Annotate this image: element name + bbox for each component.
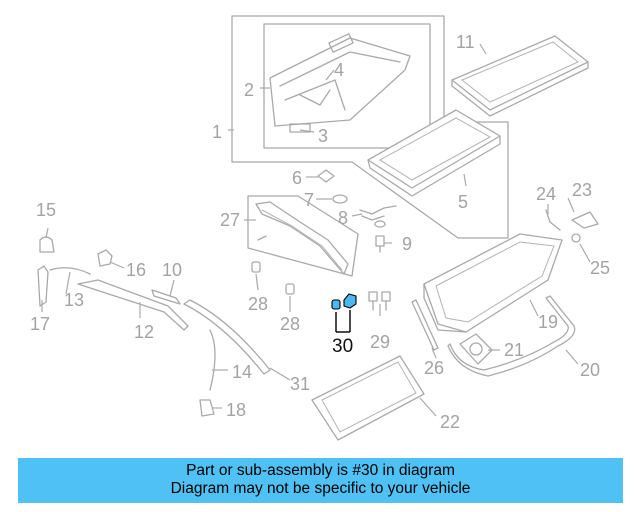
part-19-rear-glass	[423, 233, 563, 333]
callout-18: 18	[226, 400, 246, 420]
callout-23: 23	[572, 180, 592, 200]
callout-2: 2	[244, 80, 254, 100]
leader-lines	[41, 43, 591, 417]
callout-30: 30	[332, 336, 353, 357]
callout-15: 15	[36, 200, 56, 220]
info-banner: Part or sub-assembly is #30 in diagram D…	[18, 458, 623, 503]
right-bracket-parts	[545, 209, 599, 243]
part-22-glass	[311, 355, 425, 441]
part-21	[459, 333, 493, 365]
part-5-roof-panel	[367, 109, 501, 197]
callout-29: 29	[370, 332, 390, 352]
callout-labels: 11 2 4 1 3 5 6 7 8 9 27 28 28 30 29 15 1…	[30, 32, 610, 432]
callout-14: 14	[232, 362, 252, 382]
callout-1: 1	[212, 122, 222, 142]
callout-13: 13	[64, 290, 84, 310]
callout-8: 8	[338, 208, 348, 228]
callout-17: 17	[30, 314, 50, 334]
callout-6: 6	[292, 168, 302, 188]
callout-31: 31	[290, 374, 310, 394]
callout-22: 22	[440, 412, 460, 432]
callout-28b: 28	[280, 314, 300, 334]
left-side-parts	[37, 236, 271, 417]
callout-4: 4	[334, 60, 344, 80]
banner-line-1: Part or sub-assembly is #30 in diagram	[186, 462, 455, 479]
part-26-strip	[411, 299, 439, 351]
assembly-1-group	[231, 15, 509, 239]
part-29-fasteners	[368, 291, 391, 311]
callout-7: 7	[304, 190, 314, 210]
callout-19: 19	[538, 312, 558, 332]
part-27-group	[247, 195, 359, 277]
callout-27: 27	[220, 210, 240, 230]
part-30-highlighted	[331, 293, 357, 333]
callout-9: 9	[402, 234, 412, 254]
callout-12: 12	[134, 322, 154, 342]
callout-24: 24	[536, 184, 556, 204]
part-20-seal	[447, 295, 576, 377]
banner-line-2: Diagram may not be specific to your vehi…	[170, 480, 471, 497]
callout-25: 25	[590, 258, 610, 278]
part-11-panel	[451, 35, 589, 117]
callout-10: 10	[162, 260, 182, 280]
callout-28a: 28	[248, 294, 268, 314]
parts-diagram: 11 2 4 1 3 5 6 7 8 9 27 28 28 30 29 15 1…	[30, 15, 610, 441]
small-parts-6-9	[317, 169, 397, 253]
callout-16: 16	[126, 260, 146, 280]
callout-21: 21	[504, 340, 524, 360]
callout-5: 5	[458, 192, 468, 212]
callout-3: 3	[318, 126, 328, 146]
part-28-clips	[251, 261, 295, 295]
callout-26: 26	[424, 358, 444, 378]
callout-11: 11	[456, 32, 475, 52]
callout-20: 20	[580, 360, 600, 380]
